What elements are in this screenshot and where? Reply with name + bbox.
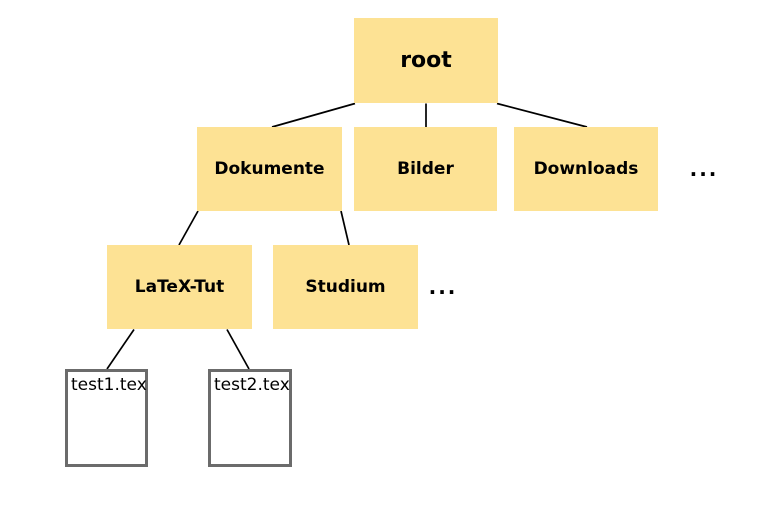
more-folders-ellipsis-level2: ... (428, 275, 458, 299)
folder-node-downloads-label: Downloads (533, 159, 639, 179)
edge-latex-tut-test1 (106, 329, 135, 370)
file-node-test2: test2.tex (208, 369, 292, 467)
folder-node-dokumente: Dokumente (197, 127, 342, 211)
folder-node-latex-tut-label: LaTeX-Tut (134, 277, 225, 297)
folder-node-bilder-label: Bilder (397, 159, 454, 179)
edge-dokumente-studium (340, 210, 350, 246)
file-node-test1: test1.tex (65, 369, 148, 467)
edge-root-downloads (496, 102, 588, 128)
edge-root-dokumente (271, 102, 356, 128)
folder-node-latex-tut: LaTeX-Tut (107, 245, 252, 329)
edge-latex-tut-test2 (226, 329, 250, 370)
folder-node-root: root (354, 18, 498, 103)
folder-node-dokumente-label: Dokumente (214, 159, 325, 179)
file-node-test2-label: test2.tex (214, 375, 290, 395)
more-folders-ellipsis-level1: ... (689, 157, 719, 181)
folder-node-studium: Studium (273, 245, 418, 329)
folder-node-studium-label: Studium (305, 277, 386, 297)
folder-node-root-label: root (400, 48, 452, 73)
file-node-test1-label: test1.tex (71, 375, 147, 395)
edge-dokumente-latex-tut (178, 210, 199, 246)
folder-node-downloads: Downloads (514, 127, 658, 211)
folder-node-bilder: Bilder (354, 127, 497, 211)
